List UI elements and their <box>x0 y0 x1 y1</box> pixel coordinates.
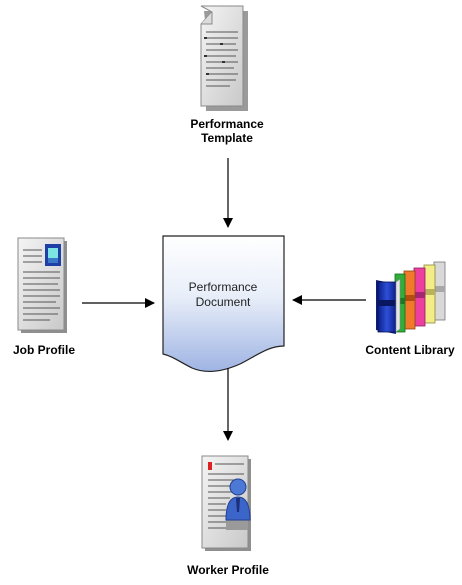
job-profile-label: Job Profile <box>12 343 75 357</box>
document-template-icon <box>200 5 248 111</box>
performance-document-label-line2: Document <box>195 295 251 309</box>
worker-profile-icon <box>201 455 251 551</box>
performance-template-label-line1: Performance <box>190 117 264 131</box>
content-library-label: Content Library <box>365 343 455 357</box>
performance-document-shape <box>162 235 285 373</box>
performance-template-label: Performance Template <box>177 117 277 145</box>
worker-profile-label: Worker Profile <box>187 563 269 577</box>
performance-document-label-line1: Performance <box>188 280 258 294</box>
performance-template-label-line2: Template <box>201 131 253 145</box>
performance-document-label: Performance Document <box>173 280 273 310</box>
arrows <box>82 158 366 441</box>
books-icon <box>376 261 446 334</box>
job-profile-icon <box>17 237 67 333</box>
